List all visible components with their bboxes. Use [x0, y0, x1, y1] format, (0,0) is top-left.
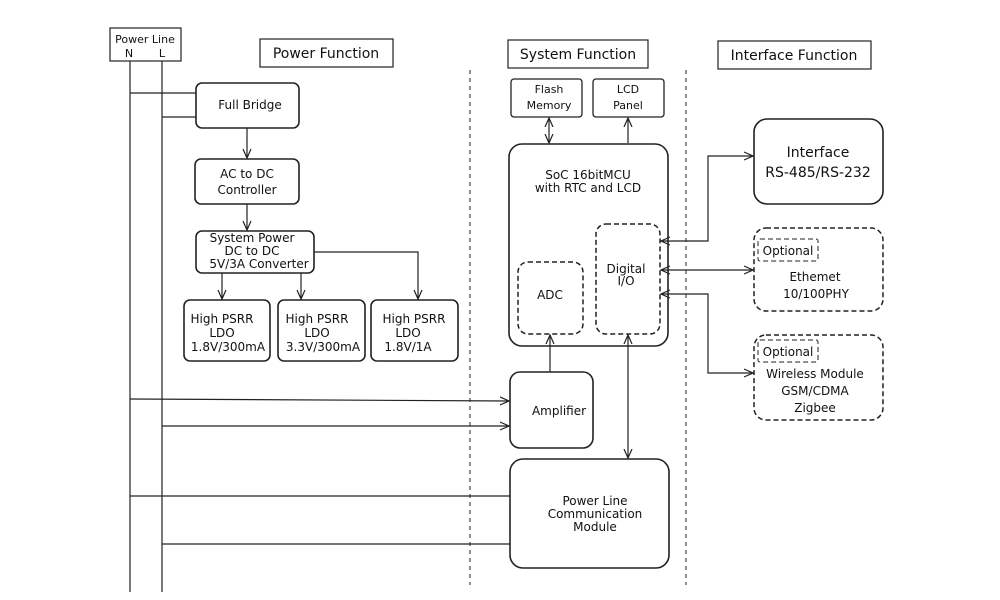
wireless-line-1: Wireless Module — [766, 367, 864, 381]
power-line-n-label: N — [125, 47, 133, 60]
ldo-1-block: High PSRR LDO 1.8V/300mA — [183, 299, 271, 362]
power-line-l-label: L — [159, 47, 166, 60]
ac-dc-line-1: AC to DC — [220, 167, 274, 181]
ldo-3-line-2: LDO — [395, 326, 420, 340]
soc-line-1: SoC 16bitMCU — [545, 168, 631, 182]
lcd-line-1: LCD — [617, 83, 639, 96]
sys-power-line-1: System Power — [210, 231, 295, 245]
plc-module-block: Power Line Communication Module — [509, 458, 670, 569]
ethernet-optional-label: Optional — [763, 244, 814, 258]
soc-line-2: with RTC and LCD — [535, 181, 641, 195]
system-power-block: System Power DC to DC 5V/3A Converter — [195, 230, 315, 274]
arrow-n-to-amplifier — [129, 399, 509, 401]
ldo-2-line-2: LDO — [304, 326, 329, 340]
ethernet-block: Optional Ethemet 10/100PHY — [753, 227, 884, 312]
ldo-3-line-3: 1.8V/1A — [384, 340, 432, 354]
flash-memory-block: Flash Memory — [510, 78, 583, 118]
wireless-optional-label: Optional — [763, 345, 814, 359]
power-line-box: Power Line N L — [109, 27, 182, 62]
wireless-line-3: Zigbee — [794, 401, 836, 415]
header-power-function: Power Function — [259, 38, 394, 68]
ac-dc-controller-block: AC to DC Controller — [194, 158, 300, 205]
adc-label: ADC — [537, 288, 563, 302]
wireless-module-block: Optional Wireless Module GSM/CDMA Zigbee — [753, 334, 884, 421]
adc-block: ADC — [517, 261, 584, 335]
arrow-dio-wireless — [661, 294, 753, 373]
ethernet-line-2: 10/100PHY — [783, 287, 849, 301]
ldo-1-line-1: High PSRR — [191, 312, 254, 326]
ldo-3-block: High PSRR LDO 1.8V/1A — [370, 299, 459, 362]
sys-power-line-2: DC to DC — [225, 244, 280, 258]
ldo-2-line-3: 3.3V/300mA — [286, 340, 361, 354]
ldo-1-line-2: LDO — [209, 326, 234, 340]
interface-rs485-block: Interface RS-485/RS-232 — [753, 118, 884, 205]
ethernet-optional-tag — [757, 238, 819, 262]
header-system-text: System Function — [520, 47, 636, 63]
ldo-1-line-3: 1.8V/300mA — [191, 340, 266, 354]
ethernet-line-1: Ethemet — [789, 270, 840, 284]
ldo-2-line-1: High PSRR — [286, 312, 349, 326]
ldo-2-block: High PSRR LDO 3.3V/300mA — [277, 299, 366, 362]
ldo-3-line-1: High PSRR — [383, 312, 446, 326]
lcd-line-2: Panel — [613, 99, 643, 112]
arrow-dio-interface — [661, 156, 753, 241]
amplifier-block: Amplifier — [509, 371, 594, 449]
flash-line-2: Memory — [527, 99, 572, 112]
plc-line-1: Power Line — [562, 494, 627, 508]
header-interface-text: Interface Function — [731, 48, 858, 64]
full-bridge-block: Full Bridge — [195, 82, 300, 129]
plc-line-3: Module — [573, 520, 617, 534]
dio-line-1: Digital — [607, 262, 646, 276]
flash-line-1: Flash — [535, 83, 564, 96]
interface-line-2: RS-485/RS-232 — [765, 165, 871, 181]
power-line-title: Power Line — [115, 33, 175, 46]
header-power-text: Power Function — [273, 46, 379, 62]
wireless-optional-tag — [757, 339, 819, 363]
lcd-panel-block: LCD Panel — [592, 78, 665, 118]
dio-line-2: I/O — [617, 274, 634, 288]
header-system-function: System Function — [507, 39, 649, 69]
digital-io-block: Digital I/O — [595, 223, 661, 335]
plc-line-2: Communication — [548, 507, 643, 521]
interface-line-1: Interface — [787, 145, 850, 161]
amplifier-label: Amplifier — [532, 404, 586, 418]
sys-power-line-3: 5V/3A Converter — [209, 257, 308, 271]
header-interface-function: Interface Function — [717, 40, 872, 70]
full-bridge-label: Full Bridge — [218, 98, 281, 112]
ac-dc-line-2: Controller — [217, 183, 276, 197]
arrow-syspower-to-ldo-3 — [314, 251, 418, 299]
wireless-line-2: GSM/CDMA — [781, 384, 849, 398]
